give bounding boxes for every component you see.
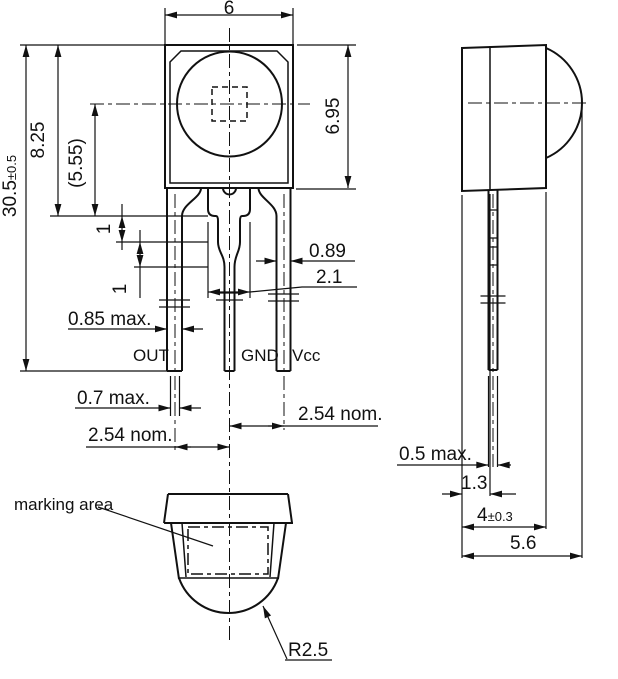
dim-text-width: 6 [224, 0, 235, 19]
lens-radius-leader [262, 605, 288, 660]
bottom-body-inner-edges [181, 522, 275, 578]
dim-text-body-depth: 4±0.3 [477, 505, 513, 526]
ext-line [207, 222, 251, 298]
gnd-lead-right-edge [233, 188, 251, 371]
dim-shelf-center-lead [249, 286, 357, 293]
bottom-view [163, 493, 293, 615]
gnd-lead-left-edge [207, 188, 226, 371]
side-body-outline [461, 43, 547, 193]
bottom-dome-lens [178, 577, 279, 615]
dim-text-face-offset: 1.3 [461, 473, 487, 494]
pin-label-vcc: Vcc [292, 346, 321, 365]
bottom-base-plate [163, 493, 293, 524]
dim-text-pitch-left: 2.54 nom. [88, 425, 173, 446]
dim-text-lead-narrow: 0.89 [309, 241, 346, 262]
lens-radius-label: R2.5 [288, 640, 328, 661]
dim-text-body-depth-tol: ±0.3 [488, 509, 513, 524]
package-body-bevel [169, 50, 289, 184]
dim-text-body-depth-value: 4 [477, 505, 488, 526]
pin-label-gnd: GND [241, 346, 279, 365]
dim-text-total-height-value: 30.5 [0, 180, 21, 217]
dim-text-body-height: 8.25 [28, 122, 49, 159]
side-view [461, 43, 588, 467]
dim-text-total-height-tol: ±0.5 [4, 155, 19, 180]
dimension-texts: 6 30.5±0.5 8.25 (5.55) 6.95 1 1 0.85 max… [0, 0, 536, 661]
dim-text-lead-tip: 0.7 max. [77, 388, 150, 409]
dim-text-step1: 1 [94, 224, 115, 235]
pin-label-out: OUT [133, 346, 169, 365]
vcc-lead-left-edge [257, 187, 278, 371]
dim-text-side-height: 6.95 [323, 98, 344, 135]
dim-text-lead-upper: 0.85 max. [68, 309, 151, 330]
dimension-lines [22, 11, 582, 661]
dim-text-lens-center: (5.55) [66, 138, 87, 188]
dim-text-overall-depth: 5.6 [510, 533, 536, 554]
marking-area-leader [97, 506, 214, 547]
marking-area-rect [187, 526, 269, 575]
dim-text-step2: 1 [110, 284, 131, 295]
dim-text-total-height: 30.5±0.5 [0, 155, 21, 217]
dim-text-pitch-right: 2.54 nom. [298, 404, 383, 425]
front-view [90, 28, 310, 640]
dim-text-lead-thickness: 0.5 max. [399, 444, 472, 465]
dim-text-center-lead: 2.1 [316, 267, 342, 288]
ext-line [487, 376, 499, 467]
marking-area-label: marking area [14, 495, 114, 514]
